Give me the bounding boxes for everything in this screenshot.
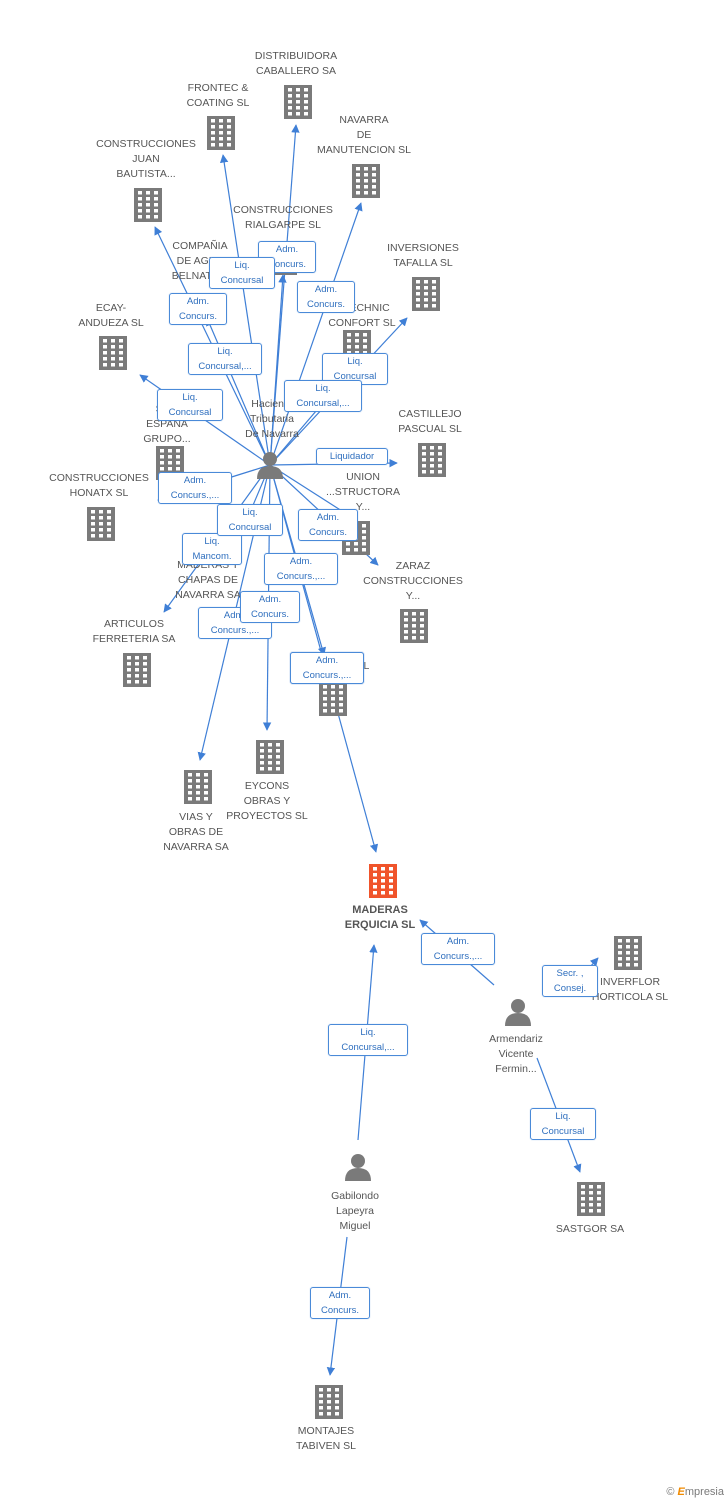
relation-label[interactable]: Adm. Concurs. [310, 1287, 370, 1319]
company-building-icon [123, 653, 151, 687]
company-label[interactable]: DISTRIBUIDORA CABALLERO SA [254, 50, 338, 77]
relation-label[interactable]: Liq. Concursal [217, 504, 283, 536]
relation-edge [269, 274, 287, 466]
center-company-icon [369, 864, 397, 898]
center-company-label[interactable]: MADERAS ERQUICIA SL [344, 904, 416, 931]
person-icon [345, 1154, 371, 1181]
person-label[interactable]: Armendariz Vicente Fermin... [489, 1033, 543, 1075]
company-building-icon [614, 936, 642, 970]
relation-label[interactable]: Liq. Concursal [530, 1108, 596, 1140]
relation-label[interactable]: Adm. Concurs.,... [290, 652, 364, 684]
company-building-icon [87, 507, 115, 541]
relation-edge [269, 202, 363, 466]
company-building-icon [99, 336, 127, 370]
company-building-icon [418, 443, 446, 477]
company-label[interactable]: NAVARRA DE MANUTENCION SL [317, 114, 411, 156]
relation-label[interactable]: Adm. Concurs. [297, 281, 355, 313]
company-building-icon [412, 277, 440, 311]
company-building-icon [577, 1182, 605, 1216]
company-label[interactable]: CONSTRUCCIONES HONATX SL [49, 472, 149, 499]
company-label[interactable]: INVERFLOR HORTICOLA SL [591, 976, 669, 1003]
relation-label[interactable]: Liq. Concursal [322, 353, 388, 385]
relation-label[interactable]: Liquidador [316, 448, 388, 465]
company-label[interactable]: CASTILLEJO PASCUAL SL [398, 408, 462, 435]
relation-label[interactable]: Secr. , Consej. [542, 965, 598, 997]
relation-label[interactable]: Liq. Concursal [209, 257, 275, 289]
relation-label[interactable]: Adm. Concurs.,... [264, 553, 338, 585]
company-label[interactable]: CONSTRUCCIONES RIALGARPE SL [233, 204, 333, 231]
company-building-icon [315, 1385, 343, 1419]
company-label[interactable]: UNION ...STRUCTORA Y... [326, 471, 400, 513]
person-icon [505, 999, 531, 1026]
relation-label[interactable]: Adm. Concurs.,... [198, 607, 272, 639]
company-label[interactable]: CONSTRUCCIONES JUAN BAUTISTA... [96, 138, 196, 180]
relation-label[interactable]: Liq. Concursal,... [328, 1024, 408, 1056]
company-label[interactable]: SASTGOR SA [555, 1223, 625, 1235]
relation-label[interactable]: Adm. Concurs.,... [421, 933, 495, 965]
company-label[interactable]: EYCONS OBRAS Y PROYECTOS SL [226, 780, 308, 822]
company-label[interactable]: FRONTEC & COATING SL [186, 82, 250, 109]
company-building-icon [352, 164, 380, 198]
relation-edge [206, 317, 271, 466]
company-building-icon [207, 116, 235, 150]
relation-label[interactable]: Adm. Concurs.,... [158, 472, 232, 504]
person-icon [257, 452, 283, 479]
relation-label[interactable]: Adm. Concurs. [240, 591, 300, 623]
relation-label[interactable]: Liq. Concursal,... [284, 380, 362, 412]
company-building-icon [319, 682, 347, 716]
relation-label[interactable]: Adm. Concurs. [298, 509, 358, 541]
company-building-icon [184, 770, 212, 804]
company-label[interactable]: VIAS Y OBRAS DE NAVARRA SA [163, 811, 229, 853]
company-building-icon [256, 740, 284, 774]
company-label[interactable]: INVERSIONES TAFALLA SL [387, 242, 459, 269]
company-building-icon [284, 85, 312, 119]
brand-watermark: © Empresia [666, 1486, 724, 1498]
relation-label[interactable]: Liq. Concursal,... [188, 343, 262, 375]
relation-edge [219, 154, 271, 466]
company-label[interactable]: ECAY- ANDUEZA SL [78, 302, 144, 329]
company-building-icon [134, 188, 162, 222]
relation-label[interactable]: Liq. Mancom. [182, 533, 242, 565]
company-label[interactable]: ARTICULOS FERRETERIA SA [92, 618, 176, 645]
person-label[interactable]: Gabilondo Lapeyra Miguel [331, 1190, 379, 1232]
person-label[interactable]: Hacien... Tributaria De Navarra [245, 398, 299, 440]
relation-label[interactable]: Liq. Concursal [157, 389, 223, 421]
company-label[interactable]: ZARAZ CONSTRUCCIONES Y... [363, 560, 463, 602]
company-building-icon [400, 609, 428, 643]
relation-label[interactable]: Adm. Concurs. [169, 293, 227, 325]
company-label[interactable]: MONTAJES TABIVEN SL [296, 1425, 356, 1452]
